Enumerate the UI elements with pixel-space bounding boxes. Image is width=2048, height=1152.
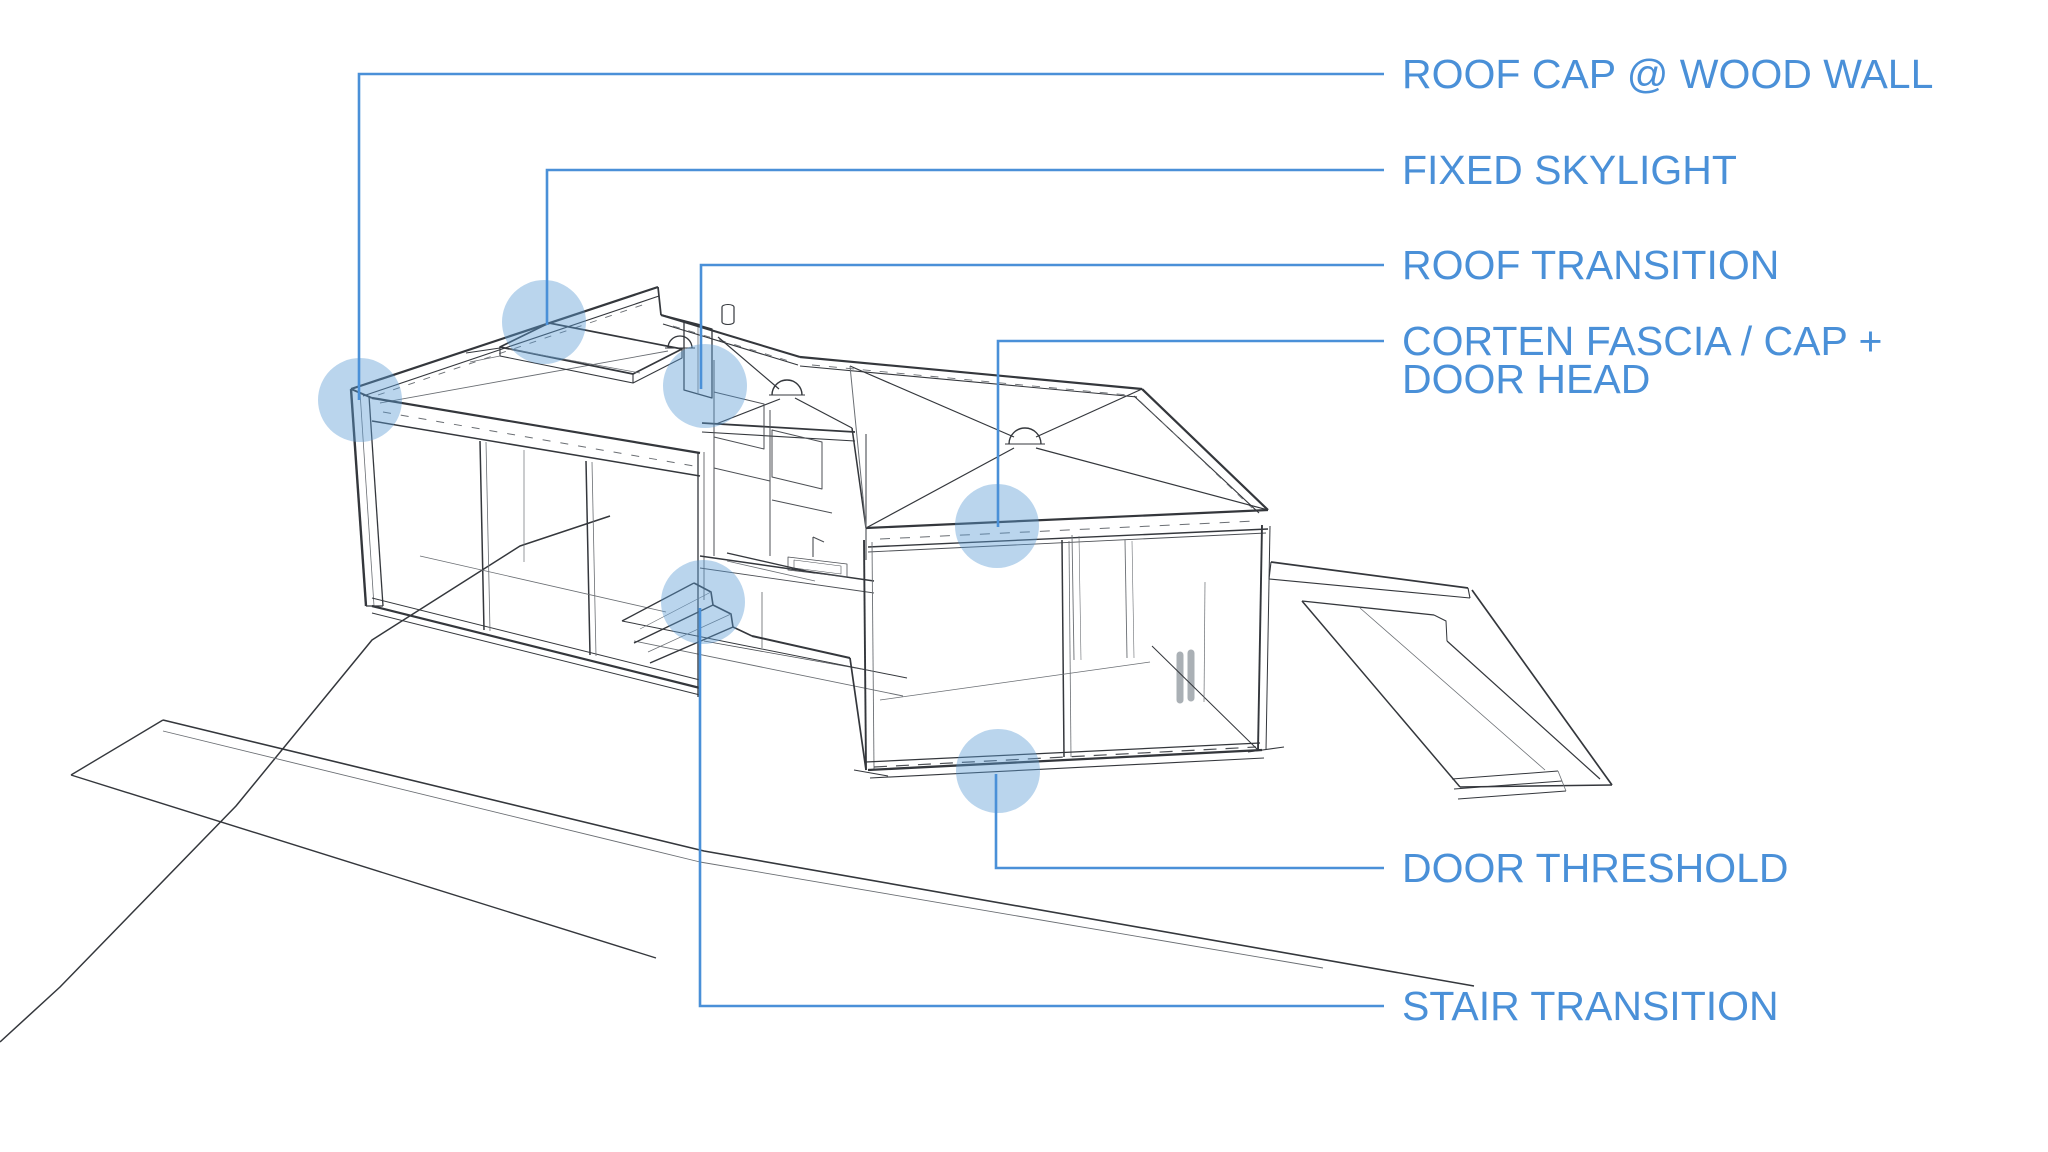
marker-circle-door-threshold bbox=[956, 729, 1040, 813]
callout-roof-transition: ROOF TRANSITION bbox=[663, 242, 1779, 428]
callout-label-roof-transition: ROOF TRANSITION bbox=[1402, 242, 1779, 288]
leader-line-roof-cap-at-wood-wall bbox=[357, 72, 1384, 400]
leader-line-door-threshold bbox=[994, 774, 1384, 870]
ramp-pit bbox=[1268, 561, 1613, 800]
right-pavilion bbox=[799, 355, 1285, 779]
callout-stair-transition: STAIR TRANSITION bbox=[661, 560, 1779, 1029]
left-building bbox=[349, 285, 701, 697]
callout-corten-fascia-cap-door-head: CORTEN FASCIA / CAP +DOOR HEAD bbox=[955, 318, 1882, 568]
callout-label-roof-cap-at-wood-wall: ROOF CAP @ WOOD WALL bbox=[1402, 51, 1933, 97]
callout-roof-cap-at-wood-wall: ROOF CAP @ WOOD WALL bbox=[318, 51, 1933, 442]
marker-circle-stair-transition bbox=[661, 560, 745, 644]
middle-roof bbox=[665, 303, 867, 529]
callout-fixed-skylight: FIXED SKYLIGHT bbox=[502, 147, 1737, 364]
callout-label-corten-fascia-cap-door-head: CORTEN FASCIA / CAP +DOOR HEAD bbox=[1402, 318, 1882, 402]
callout-layer: ROOF CAP @ WOOD WALL FIXED SKYLIGHT ROOF T… bbox=[318, 51, 1933, 1029]
marker-circle-fixed-skylight bbox=[502, 280, 586, 364]
house-line-art bbox=[0, 285, 1613, 1043]
callout-label-door-threshold: DOOR THRESHOLD bbox=[1402, 845, 1789, 891]
callout-label-fixed-skylight: FIXED SKYLIGHT bbox=[1402, 147, 1737, 193]
callout-label-stair-transition: STAIR TRANSITION bbox=[1402, 983, 1779, 1029]
callout-door-threshold: DOOR THRESHOLD bbox=[956, 729, 1789, 891]
marker-circle-roof-transition bbox=[663, 344, 747, 428]
leader-line-stair-transition bbox=[698, 608, 1384, 1008]
leader-line-roof-transition bbox=[699, 263, 1384, 389]
stairs bbox=[621, 552, 867, 771]
leader-line-corten-fascia-cap-door-head bbox=[996, 339, 1384, 527]
leader-line-fixed-skylight bbox=[545, 168, 1384, 325]
skylight-plank bbox=[465, 322, 683, 384]
kitchen-interior bbox=[699, 360, 875, 672]
roof-transition-step bbox=[657, 286, 801, 399]
ground-lines bbox=[0, 515, 1475, 1043]
